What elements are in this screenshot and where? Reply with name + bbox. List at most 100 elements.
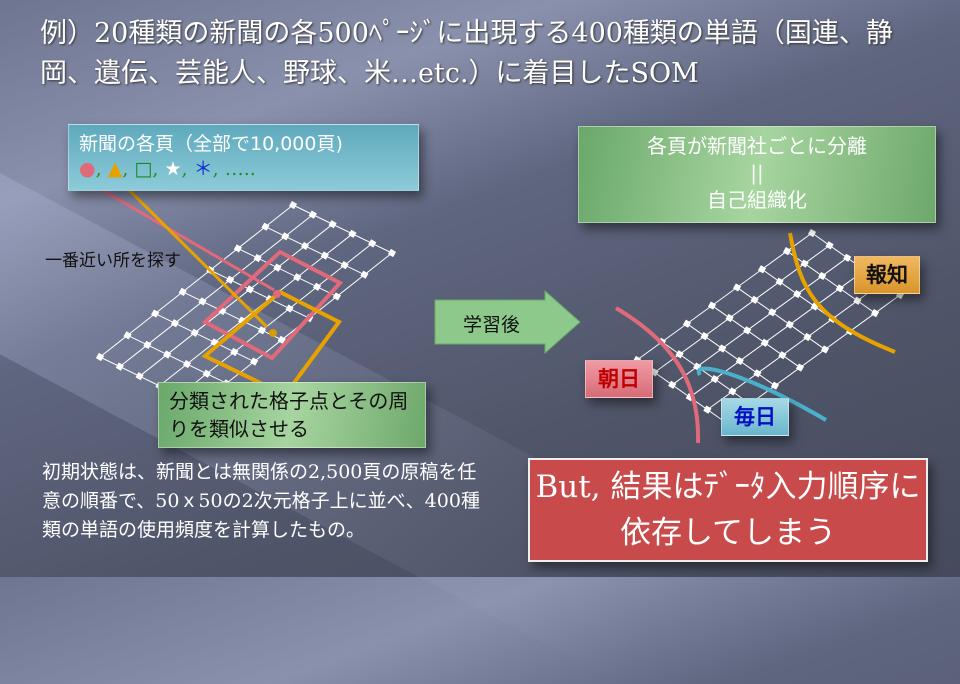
initial-grid-node xyxy=(300,241,310,251)
trained-grid-node xyxy=(725,313,734,323)
trained-grid-node xyxy=(793,289,802,299)
initial-grid-node xyxy=(368,239,377,248)
after-learning-label: 学習後 xyxy=(463,314,521,336)
comma: , xyxy=(212,158,219,180)
initial-state-text: 初期状態は、新聞とは無関係の2,500頁の原稿を任意の順番で、50ｘ50の2次元… xyxy=(42,461,480,541)
warning-box: But, 結果はﾃﾞｰﾀ入力順序に依存してしまう xyxy=(528,458,928,562)
trained-grid-node xyxy=(782,247,792,256)
slide-title: 例）20種類の新聞の各500ﾍﾟｰｼﾞに出現する400種類の単語（国連、静岡、遺… xyxy=(40,18,893,89)
initial-grid-node xyxy=(163,350,172,359)
trained-grid-node xyxy=(785,320,794,329)
trained-grid-node xyxy=(803,332,812,342)
trained-grid-line xyxy=(686,323,776,387)
trained-grid-node xyxy=(825,241,834,250)
initial-grid-node xyxy=(288,200,298,210)
trained-grid-node xyxy=(743,326,752,335)
classify-box: 分類された格子点とその周りを類似させる xyxy=(158,382,426,448)
pink-arrow xyxy=(96,185,275,292)
trained-grid-node xyxy=(707,301,717,310)
trained-grid-node xyxy=(870,309,880,318)
initial-grid-node xyxy=(230,347,239,357)
symbol-row: ●, ▲, □, ★, ＊, ….. xyxy=(79,156,408,182)
initial-grid-node xyxy=(233,244,242,253)
initial-grid-node xyxy=(190,328,199,337)
separation-text: 各頁が新聞社ごとに分離 xyxy=(647,134,867,158)
initial-grid-node xyxy=(308,210,317,219)
trained-grid-node xyxy=(768,308,777,317)
initial-grid-node xyxy=(340,261,349,270)
asterisk-icon: ＊ xyxy=(193,158,213,180)
pink-node-icon xyxy=(273,290,281,298)
asahi-label: 朝日 xyxy=(585,360,653,398)
initial-grid-node xyxy=(348,229,357,238)
trained-grid-line xyxy=(786,250,876,314)
initial-grid-node xyxy=(387,248,397,258)
trained-grid-node xyxy=(682,319,692,328)
trained-grid-node xyxy=(778,351,787,360)
initial-grid-node xyxy=(285,304,294,313)
initial-grid-node xyxy=(151,309,160,318)
initial-grid-line xyxy=(99,204,294,358)
initial-grid-node xyxy=(202,369,211,378)
initial-grid-node xyxy=(332,292,341,301)
initial-grid-line xyxy=(182,291,282,341)
trained-grid-node xyxy=(775,277,784,286)
initial-grid-node xyxy=(273,263,282,272)
initial-grid-node xyxy=(123,331,132,340)
trained-grid-node xyxy=(800,259,809,268)
trained-grid-line xyxy=(636,232,813,361)
trained-grid-node xyxy=(760,338,769,347)
orange-arrow xyxy=(124,185,269,329)
comma: , xyxy=(181,158,188,180)
comma: , xyxy=(95,158,102,180)
trained-grid-line xyxy=(736,287,826,350)
mainichi-label: 毎日 xyxy=(721,398,789,436)
initial-grid-line xyxy=(159,233,353,387)
trained-grid-node xyxy=(732,283,742,292)
trained-grid-node xyxy=(807,228,817,238)
asahi-boundary xyxy=(614,306,701,444)
comma: , xyxy=(152,158,159,180)
initial-grid-node xyxy=(281,232,290,241)
trained-grid-node xyxy=(703,405,712,414)
orange-node-icon xyxy=(269,329,277,337)
trained-grid-line xyxy=(711,305,801,368)
initial-grid-node xyxy=(253,253,262,263)
neighborhood-pink xyxy=(201,249,344,361)
initial-grid-node xyxy=(250,357,259,366)
initial-grid-node xyxy=(115,362,124,371)
trained-grid-node xyxy=(668,380,677,389)
trained-grid-node xyxy=(795,363,805,372)
hochi-label: 報知 xyxy=(854,256,920,294)
initial-grid-node xyxy=(245,285,254,294)
ellipsis: ….. xyxy=(224,158,256,180)
search-nearest-label: 一番近い所を探す xyxy=(45,251,181,271)
initial-grid-line xyxy=(178,243,373,396)
square-icon: □ xyxy=(134,158,153,180)
trained-grid-line xyxy=(654,244,830,373)
trained-grid-node xyxy=(770,381,780,390)
mainichi-boundary xyxy=(696,366,828,422)
trained-grid-node xyxy=(843,253,852,262)
trained-grid-node xyxy=(757,265,767,274)
trained-grid-node xyxy=(820,345,830,354)
trained-grid-line xyxy=(689,269,866,398)
initial-grid-node xyxy=(261,222,270,231)
trained-grid-line xyxy=(707,282,883,411)
initial-grid-node xyxy=(328,220,337,229)
circle-icon: ● xyxy=(79,158,96,180)
trained-grid-node xyxy=(753,369,762,378)
initial-grid-node xyxy=(257,326,267,335)
initial-grid-line xyxy=(139,223,333,377)
initial-grid-line xyxy=(265,226,365,276)
initial-grid-node xyxy=(320,251,329,260)
after-learning-arrow-icon xyxy=(434,289,581,355)
comma: , xyxy=(122,158,129,180)
trained-grid-node xyxy=(710,374,719,384)
newspaper-pages-box: 新聞の各頁（全部で10,000頁) ●, ▲, □, ★, ＊, ….. xyxy=(68,124,419,191)
equals-sign: || xyxy=(750,161,764,185)
initial-grid-node xyxy=(198,297,207,306)
trained-grid-line xyxy=(671,257,848,386)
initial-grid-node xyxy=(135,372,144,381)
triangle-icon: ▲ xyxy=(107,158,123,180)
